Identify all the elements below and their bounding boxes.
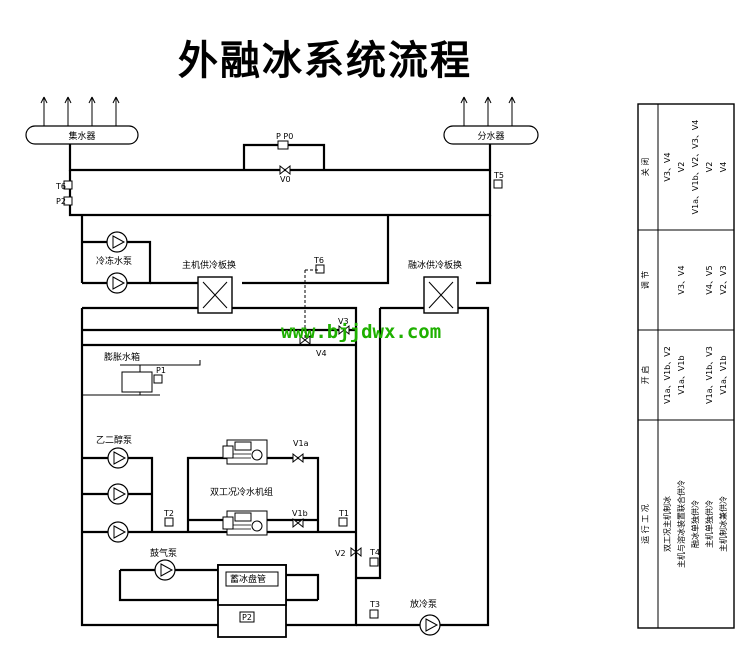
mode-table: 运 行 工 况 双工况主机制冰主机与溶冰装置联合供冷融冰单独供冷主机单独供冷主机制… bbox=[637, 103, 735, 629]
distributor-label: 分水器 bbox=[477, 130, 504, 142]
v3-tag: V3 bbox=[338, 317, 349, 326]
table-cell-0-3: 主机单独供冷 bbox=[704, 500, 714, 548]
table-cell-1-1: V1a、V1b bbox=[677, 355, 686, 394]
p2-bottom-tag: P2 bbox=[242, 613, 252, 622]
p1-tag: P1 bbox=[156, 366, 166, 375]
table-cell-3-4: V4 bbox=[719, 162, 728, 173]
glycol-pump-label: 乙二醇泵 bbox=[96, 434, 132, 446]
table-cell-2-1: V3、V4 bbox=[677, 265, 686, 294]
distributor-header: 分水器 bbox=[443, 96, 539, 145]
air-pump-icon bbox=[154, 559, 176, 581]
glycol-branch-pipes bbox=[82, 328, 356, 347]
t4-tag: T4 bbox=[369, 548, 380, 557]
main-hx-label: 主机供冷板换 bbox=[182, 259, 236, 271]
t1-tag: T1 bbox=[338, 509, 349, 518]
table-cell-1-0: V1a、V1b、V2 bbox=[663, 346, 672, 404]
table-cell-1-3: V1a、V1b、V3 bbox=[705, 346, 714, 404]
chilled-pump-label: 冷冻水泵 bbox=[96, 255, 132, 267]
table-cell-2-3: V4、V5 bbox=[705, 265, 714, 294]
p2-left-tag: P2 bbox=[56, 197, 66, 206]
main-hx-icon bbox=[197, 276, 233, 314]
expansion-tank-label: 膨胀水箱 bbox=[104, 351, 140, 363]
t5-tag: T5 bbox=[493, 171, 504, 180]
chilled-pump-2 bbox=[106, 272, 128, 294]
v1b-tag: V1b bbox=[292, 509, 308, 518]
collector-label: 集水器 bbox=[68, 130, 95, 142]
t6-tag: T6 bbox=[55, 182, 66, 191]
release-pump-label: 放冷泵 bbox=[410, 598, 437, 610]
t2-tag: T2 bbox=[163, 509, 174, 518]
watermark: www.bjjdwx.com bbox=[281, 321, 441, 343]
table-cell-0-2: 融冰单独供冷 bbox=[690, 500, 700, 548]
chiller-2-icon bbox=[222, 510, 268, 536]
table-cell-1-4: V1a、V1b bbox=[719, 355, 728, 394]
melt-hx-icon bbox=[423, 276, 459, 314]
table-cell-0-0: 双工况主机制冰 bbox=[662, 496, 672, 552]
v0-tag: V0 bbox=[280, 175, 291, 184]
chiller-label: 双工况冷水机组 bbox=[210, 486, 273, 498]
v1a-tag: V1a bbox=[293, 439, 309, 448]
table-cell-3-3: V2 bbox=[705, 162, 714, 173]
glycol-pump-2 bbox=[107, 483, 129, 505]
t6-mid-tag: T6 bbox=[313, 256, 324, 265]
glycol-pump-1 bbox=[107, 447, 129, 469]
chilled-pump-1 bbox=[106, 231, 128, 253]
release-pump-icon bbox=[419, 614, 441, 636]
melt-hx-label: 融冰供冷板换 bbox=[408, 259, 462, 271]
table-cell-3-2: V1a、V1b、V2、V3、V4 bbox=[691, 120, 700, 215]
table-cell-3-0: V3、V4 bbox=[663, 152, 672, 181]
t3-tag: T3 bbox=[369, 600, 380, 609]
page-title: 外融冰系统流程 bbox=[178, 37, 472, 84]
release-loop-pipe bbox=[356, 306, 490, 627]
table-cell-2-4: V2、V3 bbox=[719, 265, 728, 294]
glycol-pump-3 bbox=[107, 521, 129, 543]
p-p0-tag: P P0 bbox=[276, 132, 293, 141]
table-header-3: 关 闭 bbox=[640, 158, 650, 177]
v2-tag: V2 bbox=[335, 549, 346, 558]
table-header-1: 开 启 bbox=[640, 366, 650, 385]
ice-coil-label: 蓄冰盘管 bbox=[230, 573, 266, 585]
table-cell-0-4: 主机制冰兼供冷 bbox=[718, 496, 728, 552]
ice-coil-pipes bbox=[286, 573, 320, 602]
chiller-1-icon bbox=[222, 439, 268, 465]
table-header-2: 调 节 bbox=[641, 271, 650, 290]
table-header-0: 运 行 工 况 bbox=[640, 504, 650, 544]
table-cell-0-1: 主机与溶冰装置联合供冷 bbox=[676, 480, 686, 568]
v4-tag: V4 bbox=[316, 349, 327, 358]
collector-header: 集水器 bbox=[25, 96, 139, 145]
left-return-pipe bbox=[68, 170, 492, 217]
hx-connect-pipes bbox=[150, 215, 492, 285]
table-cell-3-1: V2 bbox=[677, 162, 686, 173]
air-pump-label: 鼓气泵 bbox=[150, 547, 177, 559]
